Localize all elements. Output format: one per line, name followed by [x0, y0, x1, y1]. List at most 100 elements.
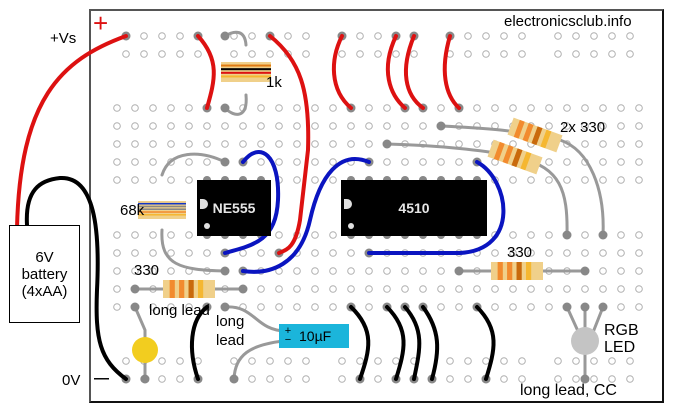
resistor-330-left-label: 330: [134, 262, 160, 279]
hole: [266, 375, 274, 383]
hole: [509, 285, 517, 293]
hole: [455, 303, 463, 311]
wire-links: [15, 34, 506, 381]
hole: [248, 375, 256, 383]
black-link-wire: [403, 305, 422, 381]
hole: [599, 267, 607, 275]
hole: [149, 140, 157, 148]
hole: [275, 158, 283, 166]
hole: [248, 32, 256, 40]
hole: [185, 104, 193, 112]
solder-point: [580, 266, 590, 276]
hole: [293, 285, 301, 293]
hole: [437, 285, 445, 293]
hole: [392, 50, 400, 58]
hole: [617, 140, 625, 148]
resistor-band: [522, 123, 534, 142]
hole: [590, 50, 598, 58]
hole: [635, 140, 643, 148]
hole: [149, 158, 157, 166]
resistor-band: [540, 129, 552, 149]
hole: [140, 50, 148, 58]
hole: [329, 303, 337, 311]
hole: [131, 176, 139, 184]
solder-point: [229, 374, 239, 384]
hole: [599, 140, 607, 148]
hole: [473, 104, 481, 112]
hole: [419, 285, 427, 293]
hole: [554, 50, 562, 58]
hole: [176, 50, 184, 58]
hole: [149, 122, 157, 130]
hole: [293, 158, 301, 166]
hole: [635, 158, 643, 166]
hole: [500, 32, 508, 40]
hole: [563, 158, 571, 166]
hole: [581, 285, 589, 293]
solder-point: [454, 266, 464, 276]
hole: [203, 122, 211, 130]
hole: [437, 104, 445, 112]
hole: [509, 231, 517, 239]
hole: [302, 50, 310, 58]
solder-point: [436, 121, 446, 131]
hole: [581, 104, 589, 112]
hole: [545, 176, 553, 184]
hole: [437, 303, 445, 311]
black-link-wire: [421, 305, 440, 381]
resistor-band: [138, 208, 186, 210]
hole: [239, 122, 247, 130]
resistor-band: [138, 205, 186, 208]
hole: [122, 50, 130, 58]
hole: [383, 285, 391, 293]
hole: [617, 303, 625, 311]
hole: [527, 231, 535, 239]
hole: [617, 104, 625, 112]
hole: [500, 357, 508, 365]
plus-sign: +: [284, 325, 292, 337]
solder-point: [220, 157, 230, 167]
hole: [572, 32, 580, 40]
hole: [617, 267, 625, 275]
hole: [581, 176, 589, 184]
hole: [293, 303, 301, 311]
hole: [149, 249, 157, 257]
hole: [599, 158, 607, 166]
black-link-wire: [475, 305, 496, 381]
pin1-dot-icon: [348, 223, 354, 229]
hole: [257, 104, 265, 112]
hole: [563, 249, 571, 257]
hole: [491, 249, 499, 257]
hole: [131, 104, 139, 112]
hole: [347, 140, 355, 148]
led-long-lead-label: long lead: [149, 301, 210, 320]
hole: [365, 285, 373, 293]
hole: [617, 231, 625, 239]
hole: [473, 140, 481, 148]
hole: [455, 140, 463, 148]
hole: [509, 249, 517, 257]
hole: [149, 303, 157, 311]
hole: [113, 158, 121, 166]
hole: [599, 122, 607, 130]
resistor-band: [531, 126, 543, 146]
battery-positive-wire: [15, 34, 128, 230]
hole: [338, 357, 346, 365]
hole: [572, 50, 580, 58]
hole: [329, 140, 337, 148]
hole: [437, 158, 445, 166]
hole: [509, 104, 517, 112]
hole: [365, 267, 373, 275]
hole: [581, 140, 589, 148]
hole: [635, 303, 643, 311]
hole: [329, 176, 337, 184]
hole: [257, 285, 265, 293]
rgb-led-label-line1: RGB: [604, 322, 639, 339]
blue-link-wire: [367, 160, 506, 255]
hole: [635, 249, 643, 257]
resistor-330-left: [163, 280, 215, 298]
hole: [599, 249, 607, 257]
hole: [617, 158, 625, 166]
hole: [527, 303, 535, 311]
